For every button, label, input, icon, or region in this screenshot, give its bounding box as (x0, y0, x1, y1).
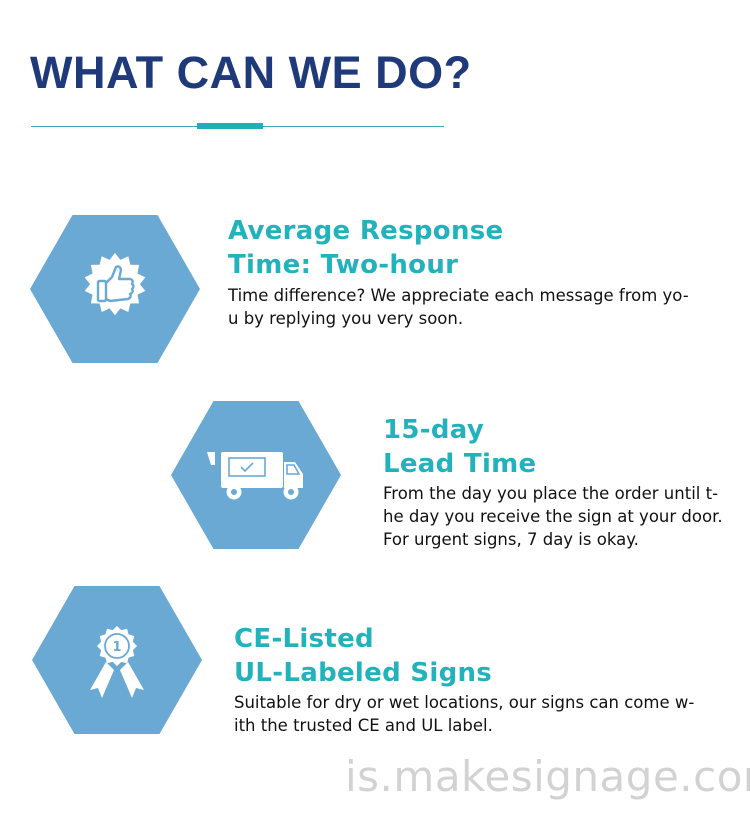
feature-description: From the day you place the order until t… (383, 482, 723, 551)
delivery-truck-icon (207, 452, 303, 500)
feature-description-line: For urgent signs, 7 day is okay. (383, 530, 639, 549)
feature-hexagon-lead-time (171, 401, 341, 549)
thumbs-up-seal-icon (84, 253, 146, 316)
page-title: WHAT CAN WE DO? (30, 47, 472, 98)
feature-heading-line: Lead Time (383, 449, 537, 479)
feature-heading-line: UL-Labeled Signs (234, 658, 493, 688)
feature-heading-line: CE-Listed (234, 624, 374, 654)
title-divider-accent (197, 123, 263, 129)
watermark: is.makesignage.com (345, 752, 750, 801)
award-ribbon-icon: 1 (90, 626, 144, 698)
feature-heading: Average Response Time: Two-hour (228, 214, 689, 282)
feature-description-line: From the day you place the order until t… (383, 484, 719, 503)
feature-description: Suitable for dry or wet locations, our s… (234, 691, 694, 737)
feature-heading-line: Time: Two-hour (228, 250, 459, 280)
feature-certification: CE-Listed UL-Labeled Signs Suitable for … (234, 622, 694, 737)
feature-hexagon-certification: 1 (32, 586, 202, 734)
feature-description-line: he day you receive the sign at your door… (383, 507, 723, 526)
feature-description-line: Time difference? We appreciate each mess… (228, 286, 689, 305)
feature-heading-line: 15-day (383, 415, 485, 445)
badge-number: 1 (112, 640, 121, 655)
feature-heading: 15-day Lead Time (383, 413, 723, 481)
feature-response: Average Response Time: Two-hour Time dif… (228, 214, 689, 330)
feature-heading: CE-Listed UL-Labeled Signs (234, 622, 694, 690)
feature-description-line: ith the trusted CE and UL label. (234, 716, 493, 735)
feature-description: Time difference? We appreciate each mess… (228, 284, 689, 330)
feature-heading-line: Average Response (228, 216, 504, 246)
feature-description-line: u by replying you very soon. (228, 309, 464, 328)
feature-description-line: Suitable for dry or wet locations, our s… (234, 693, 695, 712)
feature-lead-time: 15-day Lead Time From the day you place … (383, 413, 723, 551)
feature-hexagon-response (30, 215, 200, 363)
